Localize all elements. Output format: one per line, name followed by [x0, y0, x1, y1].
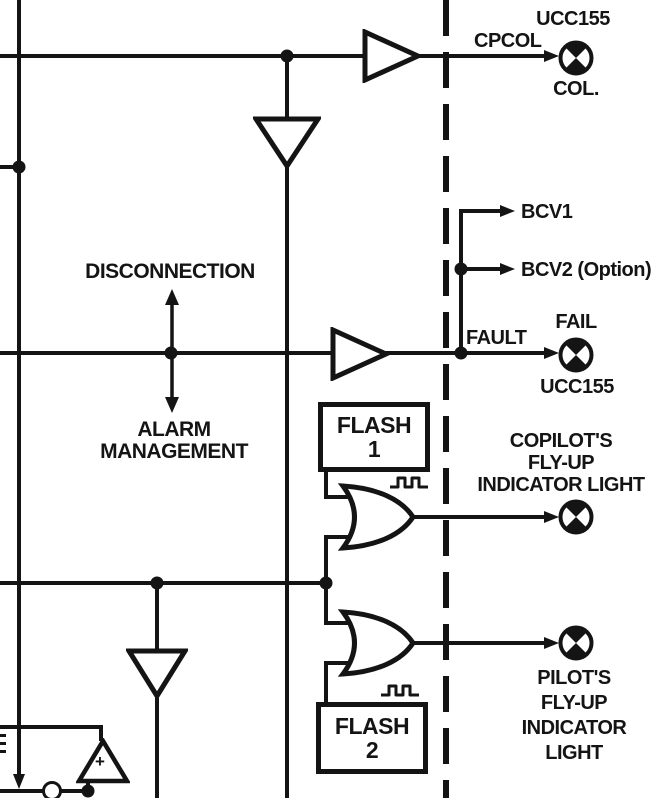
pulse-waveform-icon	[381, 684, 419, 697]
flash2-label: FLASH	[334, 713, 410, 739]
arrowhead-bcv1	[500, 205, 515, 217]
wire-gate2-bottom-input	[324, 661, 356, 665]
wire-cpcol-output	[416, 54, 544, 58]
junction-dot	[150, 576, 164, 590]
flash2-number: 2	[365, 737, 379, 763]
col-lamp-model-label: UCC155	[536, 8, 610, 30]
wire-gate1-top-input	[324, 495, 356, 499]
fail-lamp-model-label: UCC155	[540, 376, 614, 398]
down-buffer-triangle-icon	[253, 116, 321, 170]
flash1-label: FLASH	[336, 412, 412, 438]
summing-amplifier-icon	[76, 738, 130, 784]
junction-dot	[81, 784, 95, 798]
pulse-waveform-icon	[390, 476, 428, 489]
flash1-block: FLASH 1	[318, 402, 430, 472]
wire-flash1-to-gate1	[324, 470, 328, 499]
down-buffer-triangle-icon	[126, 648, 188, 700]
wire-gate1-output	[411, 515, 544, 519]
arrowhead-to-col-lamp	[544, 50, 559, 62]
or-gate-icon	[337, 609, 416, 677]
cpcol-signal-label: CPCOL	[474, 30, 542, 52]
cutoff-tick	[0, 750, 6, 753]
copilot-indicator-lamp-icon	[558, 499, 594, 535]
arrowhead-bcv2	[500, 263, 515, 275]
disconnection-label: DISCONNECTION	[85, 260, 255, 283]
pilot-light-label: PILOT'S FLY-UP INDICATOR LIGHT	[521, 667, 627, 764]
wire-left-bus-vertical	[17, 0, 21, 776]
arrowhead-to-pilot-lamp	[544, 637, 559, 649]
contact-circle-icon	[42, 781, 62, 798]
fault-signal-label: FAULT	[466, 327, 527, 349]
or-gate-icon	[337, 483, 416, 551]
bcv1-signal-label: BCV1	[521, 201, 573, 223]
pilot-indicator-lamp-icon	[558, 625, 594, 661]
wire-gate2-top-input	[324, 621, 356, 625]
fail-lamp-name-label: FAIL	[555, 311, 597, 333]
junction-dot	[454, 346, 468, 360]
boundary-dashed-line	[443, 0, 449, 798]
arrowhead-to-copilot-lamp	[544, 511, 559, 523]
col-lamp-name-label: COL.	[553, 78, 599, 100]
buffer-triangle-icon	[362, 29, 422, 83]
bcv2-signal-label: BCV2 (Option)	[521, 259, 652, 281]
opamp-plus-sign: +	[95, 752, 105, 771]
copilot-light-label: COPILOT'S FLY-UP INDICATOR LIGHT	[477, 430, 645, 496]
junction-dot	[12, 160, 26, 174]
flash2-block: FLASH 2	[316, 702, 428, 774]
wire-bcv1	[459, 209, 503, 213]
junction-dot	[454, 262, 468, 276]
alarm-management-label: ALARM MANAGEMENT	[100, 418, 248, 463]
wire-from-inverter	[155, 694, 159, 798]
flash1-number: 1	[367, 436, 381, 462]
wire-gate1-bottom-input	[324, 535, 356, 539]
wire-cpcol-input	[0, 54, 366, 58]
wire-flash2-to-gate2	[324, 661, 328, 704]
double-arrow-icon	[165, 289, 179, 413]
buffer-triangle-icon	[330, 327, 390, 381]
col-indicator-lamp-icon	[558, 40, 594, 76]
fail-indicator-lamp-icon	[558, 337, 594, 373]
wire-bus-to-gate1	[324, 535, 328, 584]
wire-bcv2	[461, 267, 503, 271]
arrowhead-to-fail-lamp	[544, 347, 559, 359]
cutoff-tick	[0, 734, 6, 737]
wire-flyup-bus	[0, 581, 328, 585]
junction-dot	[319, 576, 333, 590]
wire-opamp-top-feed	[0, 725, 103, 729]
wire-left-stub	[0, 165, 19, 169]
wire-center-vertical	[285, 164, 289, 798]
wire-opamp-corner	[99, 725, 103, 741]
wire-gate2-output	[411, 641, 544, 645]
cutoff-tick	[0, 742, 6, 745]
wire-bus-to-gate2	[324, 582, 328, 623]
junction-dot	[280, 49, 294, 63]
arrowhead-down-left-bus	[13, 774, 25, 789]
wire-bcv-vertical	[459, 209, 463, 355]
wire-branch-down	[285, 56, 289, 118]
wire-to-inverter	[155, 583, 159, 650]
